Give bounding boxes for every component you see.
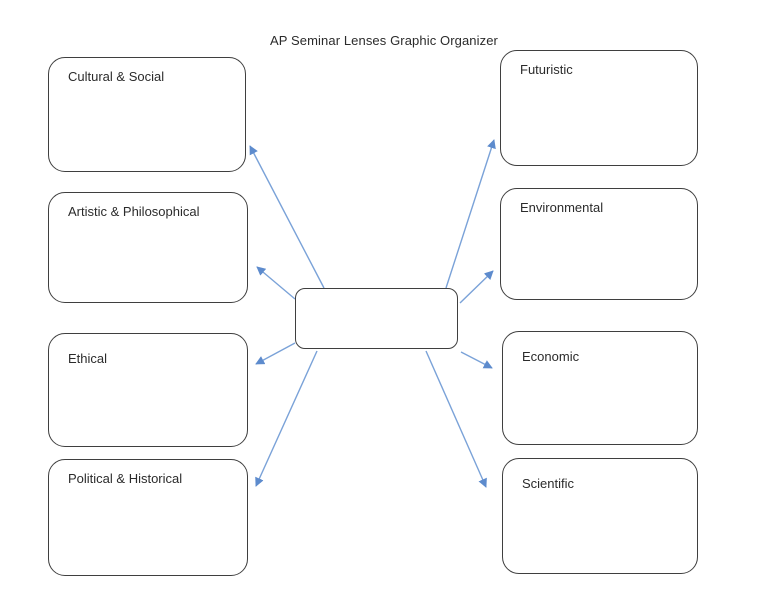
lens-box-futuristic[interactable]: Futuristic: [500, 50, 698, 166]
lens-box-cultural-social[interactable]: Cultural & Social: [48, 57, 246, 172]
lens-box-economic[interactable]: Economic: [502, 331, 698, 445]
lens-box-environmental[interactable]: Environmental: [500, 188, 698, 300]
arrow-to-artistic-philosophical: [256, 266, 296, 300]
center-topic-box[interactable]: [295, 288, 458, 349]
lens-box-label: Economic: [522, 349, 580, 364]
arrow-to-environmental: [459, 270, 494, 304]
arrow-to-economic: [460, 351, 493, 369]
arrow-to-scientific: [425, 350, 487, 488]
lens-box-label: Political & Historical: [68, 471, 183, 486]
lens-box-political-historical[interactable]: Political & Historical: [48, 459, 248, 576]
arrow-to-political-historical: [255, 350, 318, 487]
lens-box-label: Artistic & Philosophical: [68, 204, 200, 219]
lens-box-label: Environmental: [520, 200, 604, 215]
lens-box-label: Cultural & Social: [68, 69, 165, 84]
lens-box-label: Ethical: [68, 351, 108, 366]
lens-box-label: Scientific: [522, 476, 575, 491]
center-topic-label: [296, 289, 457, 300]
lens-box-scientific[interactable]: Scientific: [502, 458, 698, 574]
arrow-to-ethical: [255, 342, 296, 365]
arrow-to-cultural-social: [249, 145, 325, 289]
lens-box-ethical[interactable]: Ethical: [48, 333, 248, 447]
lens-box-artistic-philosophical[interactable]: Artistic & Philosophical: [48, 192, 248, 303]
arrow-to-futuristic: [445, 139, 496, 289]
page-title: AP Seminar Lenses Graphic Organizer: [270, 33, 498, 48]
lens-box-label: Futuristic: [520, 62, 573, 77]
